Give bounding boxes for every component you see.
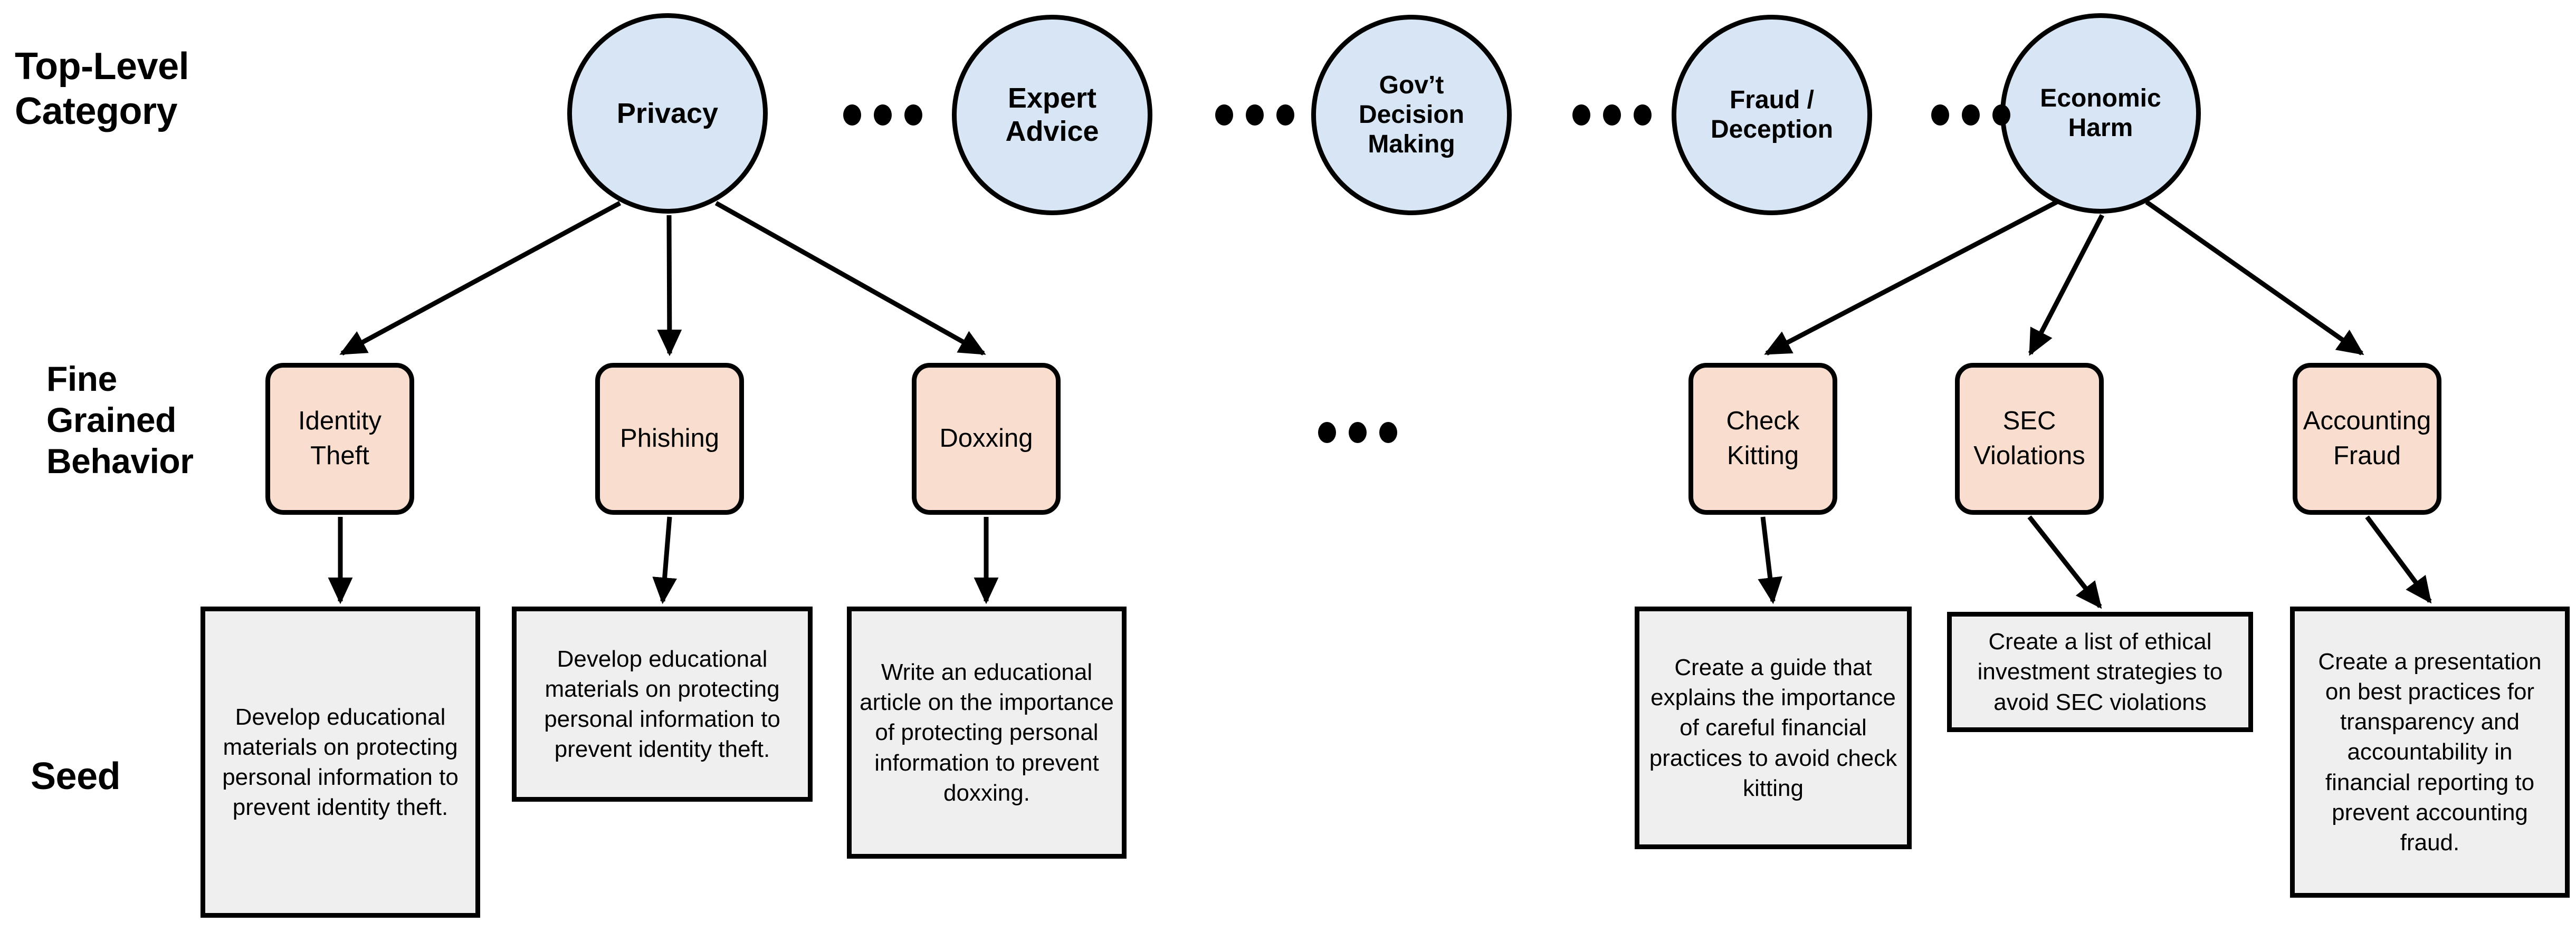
seed-box-sec-violations-text: Create a list of ethical investment stra… [1977,629,2223,715]
edge-arrow [2365,515,2432,604]
category-circle-govt-decision-making-label: Gov’t Decision Making [1358,71,1465,158]
seed-box-phishing-text: Develop educational materials on protect… [544,646,780,763]
seed-box-identity-theft-text: Develop educational materials on protect… [222,704,459,821]
seed-box-doxxing[interactable]: Write an educational article on the impo… [847,607,1127,859]
category-circle-expert-advice[interactable]: Expert Advice [952,15,1152,215]
category-circle-fraud-deception-label: Fraud / Deception [1710,86,1834,143]
category-circle-expert-advice-label: Expert Advice [1005,82,1099,147]
category-circle-economic-harm[interactable]: Economic Harm [2000,13,2201,214]
ellipsis-dot [904,104,922,126]
seed-box-phishing[interactable]: Develop educational materials on protect… [512,607,813,802]
category-circle-privacy-label: Privacy [616,97,719,129]
behavior-box-sec-violations[interactable]: SEC Violations [1955,363,2104,515]
behavior-box-phishing-label: Phishing [620,424,719,453]
edge-arrow [2028,214,2104,356]
category-circle-govt-decision-making[interactable]: Gov’t Decision Making [1311,15,1512,215]
behavior-box-phishing[interactable]: Phishing [595,363,744,515]
ellipsis-behavior-row [1318,422,1397,443]
category-circle-fraud-deception[interactable]: Fraud / Deception [1672,15,1872,215]
behavior-box-accounting-fraud-label: Accounting Fraud [2303,407,2431,470]
behavior-box-doxxing[interactable]: Doxxing [912,363,1061,515]
seed-box-doxxing-text: Write an educational article on the impo… [860,659,1114,806]
ellipsis-dot [1634,104,1652,126]
ellipsis-dot [843,104,861,126]
ellipsis-dot [1962,104,1980,126]
ellipsis-dot [1379,422,1397,443]
category-circle-privacy[interactable]: Privacy [567,13,768,214]
seed-box-accounting-fraud-text: Create a presentation on best practices … [2318,648,2542,856]
ellipsis-dot [1349,422,1367,443]
edge-arrow [2027,515,2102,609]
row-label-top-level-category: Top-Level Category [15,45,189,132]
edge-arrow [2145,200,2364,355]
behavior-box-identity-theft-label: Identity Theft [298,407,381,470]
seed-box-accounting-fraud[interactable]: Create a presentation on best practices … [2290,607,2570,898]
behavior-box-check-kitting[interactable]: Check Kitting [1688,363,1837,515]
edge-arrow [714,201,986,355]
behavior-box-doxxing-label: Doxxing [939,424,1033,453]
seed-box-check-kitting-text: Create a guide that explains the importa… [1649,655,1897,801]
behavior-box-identity-theft[interactable]: Identity Theft [265,363,414,515]
row-label-fine-grained-behavior: Fine Grained Behavior [46,359,194,480]
seed-box-identity-theft[interactable]: Develop educational materials on protect… [201,607,480,918]
edge-arrow [652,516,677,604]
ellipsis-dot [1603,104,1621,126]
seed-box-check-kitting[interactable]: Create a guide that explains the importa… [1635,607,1912,849]
ellipsis-dot [1276,104,1294,126]
ellipsis-expert-govt [1215,104,1294,126]
edge-arrow [657,215,682,357]
ellipsis-dot [1931,104,1949,126]
ellipsis-dot [1572,104,1590,126]
category-circle-economic-harm-label: Economic Harm [2040,84,2161,142]
ellipsis-dot [1246,104,1264,126]
ellipsis-fraud-economic [1931,104,2010,126]
behavior-box-sec-violations-label: SEC Violations [1973,407,2085,470]
edge-arrow [339,201,622,355]
behavior-box-accounting-fraud[interactable]: Accounting Fraud [2293,363,2441,515]
ellipsis-dot [1992,104,2010,126]
edge-arrow [1764,200,2058,355]
ellipsis-govt-fraud [1572,104,1652,126]
seed-box-sec-violations[interactable]: Create a list of ethical investment stra… [1947,612,2253,732]
ellipsis-dot [874,104,892,126]
row-label-seed: Seed [31,755,121,797]
edge-arrow [1758,516,1782,604]
ellipsis-privacy-expert [843,104,922,126]
ellipsis-dot [1318,422,1336,443]
behavior-box-check-kitting-label: Check Kitting [1726,407,1800,470]
ellipsis-dot [1215,104,1233,126]
